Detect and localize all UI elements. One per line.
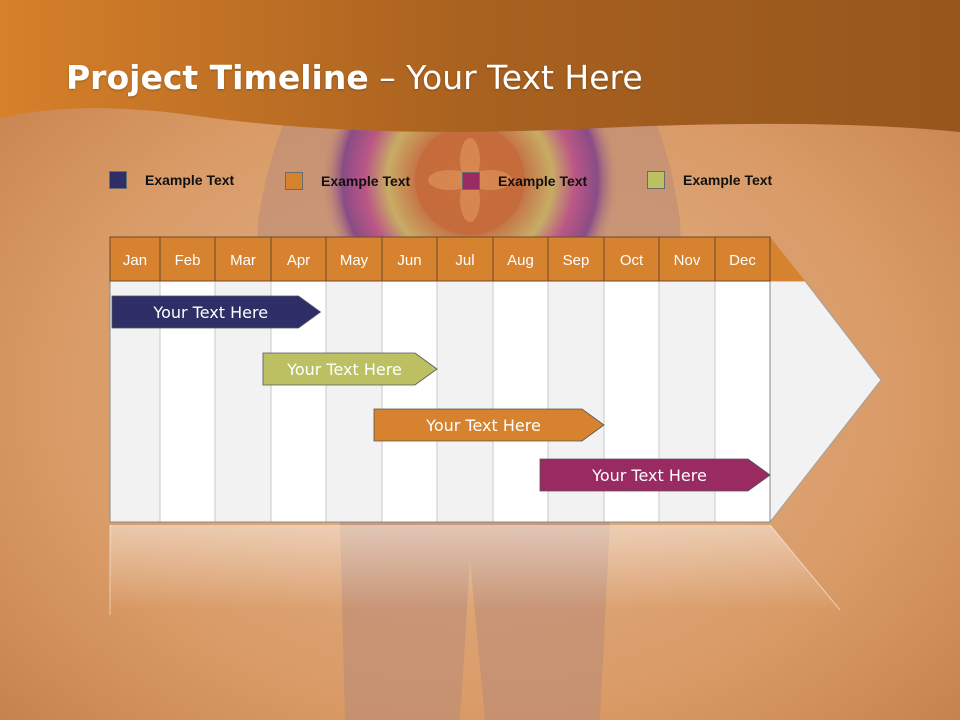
month-label: Apr	[287, 252, 310, 269]
task-bar: Your Text Here	[373, 408, 605, 442]
reflection-edge	[769, 524, 841, 611]
month-label: May	[340, 252, 369, 269]
month-cell	[658, 236, 716, 282]
task-arrow	[373, 408, 605, 442]
month-label: Jul	[455, 252, 474, 269]
page-title: Project Timeline – Your Text Here	[66, 58, 643, 97]
month-column	[381, 280, 438, 523]
month-header: Jan Feb Mar Apr May Jun Jul Aug Sep Oct Nov Dec	[109, 236, 805, 282]
task-arrow	[111, 295, 322, 329]
month-label: Nov	[674, 252, 701, 269]
legend-swatch	[109, 171, 127, 189]
task-arrow	[539, 458, 771, 492]
legend-label: Example Text	[321, 173, 411, 189]
month-cell	[547, 236, 605, 282]
reflection-shape	[110, 525, 840, 610]
task-arrow	[262, 352, 438, 386]
month-label: Dec	[729, 252, 756, 269]
month-label: Jun	[397, 252, 421, 269]
month-label: Feb	[175, 252, 201, 269]
legend-swatch	[462, 172, 480, 190]
header-band	[0, 0, 960, 132]
task-bar: Your Text Here	[262, 352, 438, 386]
legend-swatch	[285, 172, 303, 190]
legend-item-1: Example Text	[109, 171, 234, 189]
month-cell	[492, 236, 549, 282]
month-column	[492, 280, 549, 523]
legend-swatch	[647, 171, 665, 189]
legend-item-3: Example Text	[462, 172, 587, 190]
legend-label: Example Text	[683, 172, 773, 188]
task-label: Your Text Here	[152, 303, 268, 322]
month-column	[325, 280, 383, 523]
month-cell	[109, 236, 161, 282]
task-bar: Your Text Here	[539, 458, 771, 492]
month-cell	[159, 236, 216, 282]
task-label: Your Text Here	[591, 466, 707, 485]
month-label: Sep	[563, 252, 590, 269]
title-rest: – Your Text Here	[368, 58, 643, 97]
task-bar: Your Text Here	[111, 295, 322, 329]
legend-label: Example Text	[145, 172, 235, 188]
month-label: Mar	[230, 252, 256, 269]
arrow-head	[769, 280, 882, 524]
legend-item-4: Example Text	[647, 171, 772, 189]
month-label: Jan	[123, 252, 147, 269]
title-bold: Project Timeline	[66, 58, 369, 97]
month-cell	[270, 236, 327, 282]
month-column	[436, 280, 494, 523]
task-label: Your Text Here	[286, 360, 402, 379]
month-cell	[214, 236, 272, 282]
task-label: Your Text Here	[425, 416, 541, 435]
legend-item-2: Example Text	[285, 172, 410, 190]
month-cell	[714, 236, 771, 282]
legend-label: Example Text	[498, 173, 588, 189]
month-cell	[436, 236, 494, 282]
month-label: Oct	[620, 252, 644, 269]
arrow-head-band	[770, 237, 805, 281]
timeline-reflection	[109, 524, 841, 615]
month-label: Aug	[507, 252, 534, 269]
